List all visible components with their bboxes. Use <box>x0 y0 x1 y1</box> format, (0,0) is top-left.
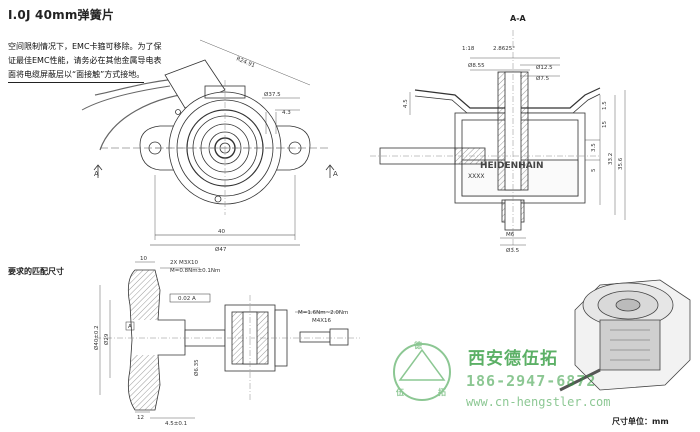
note-line-1: 空间限制情况下，EMC卡箍可移除。为了保 <box>8 42 162 51</box>
dim-torque2: M=1.6Nm~2.0Nm <box>298 310 348 316</box>
dim-diameter: Ø47 <box>215 246 227 253</box>
note-line-2: 证最佳EMC性能，请务必在其他金属导电表 <box>8 56 162 65</box>
drawing-title: I.0J 40mm弹簧片 <box>8 8 115 22</box>
dim-d2: Ø12.5 <box>536 64 553 71</box>
dim-thread: M4X16 <box>312 318 332 324</box>
dim-dia-small: Ø37.5 <box>264 91 281 98</box>
watermark-url: www.cn-hengstler.com <box>466 395 611 409</box>
dim-tolerance: 0.02 A <box>178 296 196 302</box>
encoder-code: XXXX <box>468 173 484 180</box>
emc-note: 空间限制情况下，EMC卡箍可移除。为了保 证最佳EMC性能，请务必在其他金属导电… <box>8 40 236 83</box>
dim-angle: 2.8625° <box>493 46 515 52</box>
datum-a: A <box>128 324 132 330</box>
dim-d1: Ø8.55 <box>468 62 485 69</box>
encoder-brand: HEIDENHAIN <box>480 161 544 171</box>
dim-screws: 2X M3X10 <box>170 260 199 266</box>
dim-d6: Ø6.35 <box>193 359 200 376</box>
logo-char-1: 德 <box>414 340 422 350</box>
watermark-company: 西安德伍拓 <box>468 349 558 369</box>
watermark-logo: 德 伍 拓 <box>393 340 451 401</box>
dim-dist3: 12 <box>137 415 144 421</box>
dim-h1: 1.5 <box>602 101 608 110</box>
dim-ratio: 1:18 <box>462 46 475 52</box>
section-marker-left: A <box>94 170 99 178</box>
mating-dims-title: 要求的匹配尺寸 <box>8 267 64 276</box>
dim-torque1: M=0.8Nm±0.1Nm <box>170 268 220 274</box>
section-view <box>370 30 626 250</box>
dim-d3: Ø7.5 <box>536 75 550 82</box>
dim-h6: 35.6 <box>618 157 624 170</box>
dim-gap: 4.3 <box>282 110 291 116</box>
isometric-view <box>559 279 691 392</box>
section-aa-label: A-A <box>510 14 526 23</box>
section-marker-right: A <box>333 170 338 178</box>
dim-radius: R24.91 <box>235 56 255 69</box>
dim-dist2: 4.5±0.1 <box>165 421 187 427</box>
dim-d4: Ø3.5 <box>506 247 520 254</box>
dim-h2: 15 <box>602 121 608 128</box>
logo-char-2: 伍 <box>395 387 404 397</box>
watermark-phone: 186-2947-6872 <box>466 372 597 390</box>
dim-width: 40 <box>218 229 225 235</box>
logo-char-3: 拓 <box>438 387 446 397</box>
dim-h3: 3.5 <box>591 143 597 152</box>
note-line-3: 面将电缆屏蔽层以“面接触”方式接地。 <box>8 68 145 83</box>
mating-view <box>95 261 360 419</box>
dim-d40: Ø40±0.2 <box>93 325 100 350</box>
dim-h7: 4.5 <box>403 99 409 108</box>
dim-m6: M6 <box>506 232 515 238</box>
front-view <box>81 39 335 246</box>
dim-d29: Ø29 <box>103 333 110 345</box>
dim-h4: 5 <box>591 168 597 172</box>
unit-label: 尺寸单位：mm <box>612 417 669 426</box>
dim-dist1: 10 <box>140 256 147 262</box>
dim-h5: 33.2 <box>608 153 614 165</box>
